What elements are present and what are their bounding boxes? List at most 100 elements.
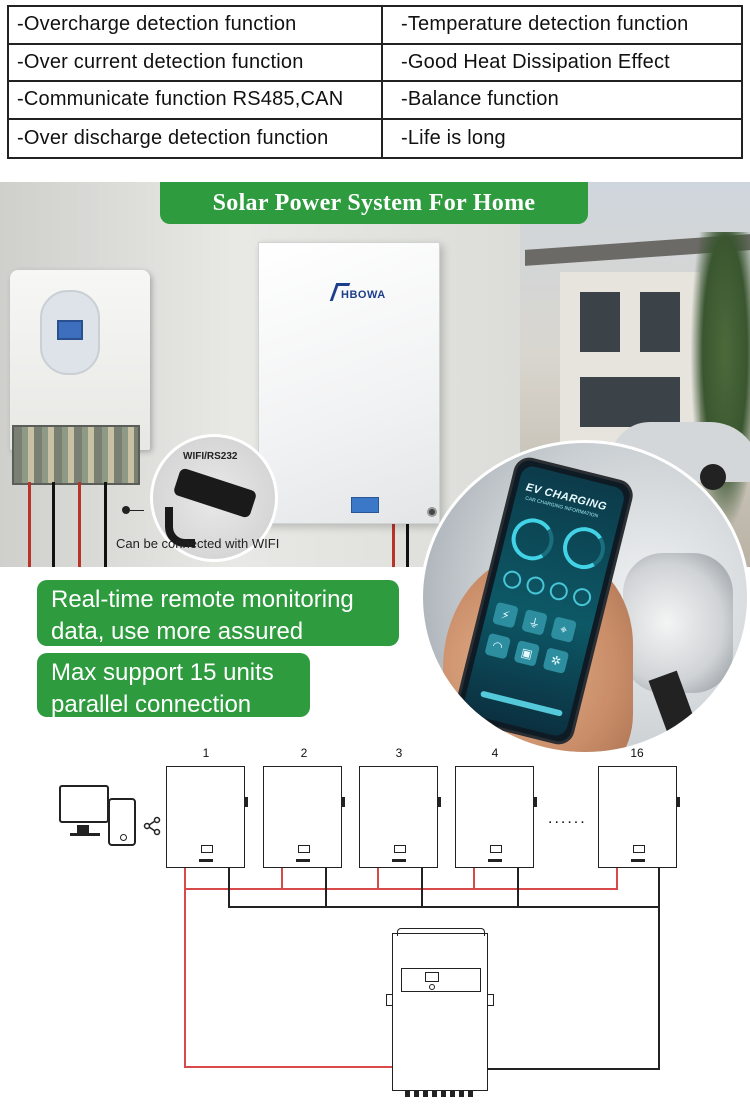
red-wire: [281, 868, 283, 890]
unit-display-base: [296, 859, 310, 862]
wifi-caption: Can be connected with WIFI: [116, 536, 280, 551]
mini-gauge-icon: [501, 568, 524, 591]
feature-temperature: -Temperature detection function: [383, 7, 741, 45]
parallel-connection-diagram: 1 2 3 4 16 ......: [0, 740, 750, 1109]
inverter-screen-icon: [425, 972, 439, 982]
red-wire: [616, 868, 618, 890]
share-icon: [143, 816, 161, 836]
ellipsis: ......: [548, 810, 587, 827]
location-icon: ⌖: [550, 616, 577, 643]
inverter-screen: [57, 320, 83, 340]
black-wire: [325, 868, 327, 908]
wall-battery: HBOWA: [258, 242, 440, 524]
car-wheel: [700, 464, 726, 490]
battery-unit-4: [455, 766, 537, 868]
unit-display-base: [631, 859, 645, 862]
ev-charger-plug: [623, 553, 733, 693]
inverter-terminals: [405, 1091, 477, 1097]
battery-unit-3: [359, 766, 441, 868]
black-wire: [658, 868, 660, 908]
black-wire: [228, 868, 230, 908]
black-cable: [52, 482, 55, 567]
ev-charging-photo: EV CHARGING CAR CHARGING INFORMATION ⚡ ⏚…: [420, 440, 750, 755]
house-window: [640, 292, 680, 352]
monitoring-callout: Real-time remote monitoring data, use mo…: [37, 580, 399, 646]
red-cable: [392, 524, 395, 567]
red-wire: [473, 868, 475, 890]
feature-over-discharge: -Over discharge detection function: [9, 119, 383, 157]
desktop-monitor-icon: [59, 785, 109, 833]
lightning-icon: ⚡: [492, 601, 519, 629]
inverter-wiring-bay: [12, 425, 140, 485]
battery-power-button: [427, 507, 437, 517]
plug-cord: [165, 507, 195, 547]
solar-system-photo: HBOWA WIFI/RS232 Can be connected with W…: [0, 182, 750, 567]
phone-progress-bar: [480, 690, 563, 717]
feature-heat-dissipation: -Good Heat Dissipation Effect: [383, 45, 741, 82]
wifi-icon: ◠: [484, 632, 512, 660]
feature-over-current: -Over current detection function: [9, 44, 383, 82]
black-bus: [228, 906, 660, 908]
inverter-control-panel: [40, 290, 100, 375]
wifi-port-label: WIFI/RS232: [183, 451, 238, 462]
unit-label-16: 16: [630, 746, 644, 760]
inverter-screen: [401, 968, 481, 992]
battery-unit-16: [598, 766, 680, 868]
unit-display: [201, 845, 213, 853]
mini-gauge-icon: [547, 580, 570, 603]
gauge-icon: [507, 513, 559, 565]
feature-long-life: -Life is long: [401, 126, 506, 149]
brand-logo-text: HBOWA: [341, 289, 386, 301]
unit-label-4: 4: [491, 746, 499, 760]
unit-label-2: 2: [300, 746, 308, 760]
feature-balance: -Balance function: [383, 82, 741, 120]
lock-icon: ▣: [513, 640, 541, 667]
unit-display-base: [199, 859, 213, 862]
inverter-unit: [386, 928, 494, 1097]
red-cable: [28, 482, 31, 567]
gauge-icon: [558, 522, 610, 574]
battery-unit-1: [166, 766, 248, 868]
unit-label-1: 1: [202, 746, 210, 760]
black-cable: [104, 482, 107, 567]
parallel-callout-line-2: parallel connection: [51, 691, 252, 718]
battery-unit-2: [263, 766, 345, 868]
unit-display-base: [392, 859, 406, 862]
unit-display: [394, 845, 406, 853]
inverter-top: [397, 928, 485, 936]
parallel-callout: Max support 15 units parallel connection: [37, 653, 310, 718]
house-window: [580, 377, 680, 427]
inverter-status-icon: [429, 984, 435, 990]
settings-icon: ✲: [542, 647, 570, 674]
unit-display: [298, 845, 310, 853]
house-window: [580, 292, 620, 352]
red-wire: [377, 868, 379, 890]
battery-display: [351, 497, 379, 513]
unit-display: [633, 845, 645, 853]
solar-banner: Solar Power System For Home: [160, 182, 588, 224]
feature-overcharge: -Overcharge detection function: [9, 7, 383, 45]
unit-display-base: [488, 859, 502, 862]
black-cable: [406, 524, 409, 567]
black-wire: [421, 868, 423, 908]
unit-label-3: 3: [395, 746, 403, 760]
feature-table: -Overcharge detection function -Temperat…: [7, 5, 743, 159]
plug-tile-icon: ⏚: [521, 609, 548, 636]
red-wire: [184, 868, 186, 890]
mini-gauge-icon: [571, 586, 593, 609]
red-bus: [184, 888, 618, 890]
black-wire-to-inverter: [416, 1068, 660, 1070]
red-cable: [78, 482, 81, 567]
inverter-device: [10, 270, 150, 450]
pointer-line: [126, 510, 144, 511]
monitoring-callout-line-1: Real-time remote monitoring: [51, 586, 354, 613]
unit-display: [490, 845, 502, 853]
feature-communication: -Communicate function RS485,CAN: [9, 82, 383, 120]
red-wire-to-inverter: [184, 1066, 406, 1068]
parallel-callout-line-1: Max support 15 units: [51, 659, 274, 686]
wifi-port-inset: WIFI/RS232: [150, 434, 278, 562]
black-wire: [517, 868, 519, 908]
red-wire-down: [184, 888, 186, 1068]
monitor-base: [70, 833, 100, 836]
black-wire-down: [658, 906, 660, 1070]
